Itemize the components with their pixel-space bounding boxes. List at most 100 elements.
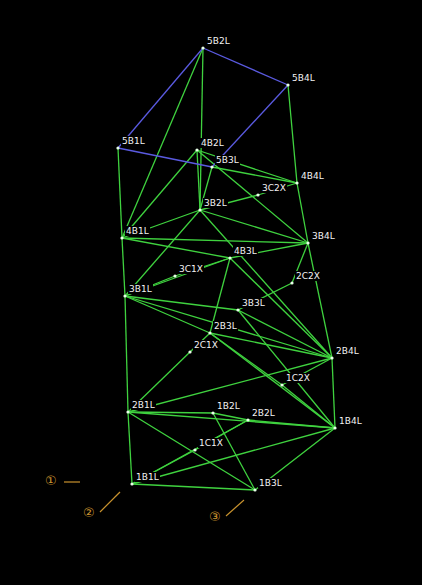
point-label: 2B1L bbox=[131, 400, 156, 410]
point-label: 3B4L bbox=[311, 231, 336, 241]
truss-member bbox=[238, 283, 292, 310]
survey-point bbox=[246, 418, 249, 421]
leader-line bbox=[64, 481, 80, 482]
point-label: 2B3L bbox=[213, 321, 238, 331]
truss-member bbox=[308, 243, 332, 358]
survey-point bbox=[295, 181, 298, 184]
truss-member bbox=[128, 358, 332, 412]
point-label: 5B2L bbox=[206, 36, 231, 46]
survey-point bbox=[256, 193, 259, 196]
truss-member bbox=[200, 210, 308, 243]
point-label: 2C1X bbox=[193, 340, 219, 350]
top-member bbox=[118, 148, 212, 167]
truss-member bbox=[128, 412, 255, 490]
point-label: 1B1L bbox=[135, 472, 160, 482]
point-label: 2B4L bbox=[335, 346, 360, 356]
survey-point bbox=[193, 448, 196, 451]
survey-point bbox=[126, 410, 129, 413]
truss-member bbox=[125, 296, 210, 333]
truss-member bbox=[297, 183, 308, 243]
point-label: 4B3L bbox=[233, 246, 258, 256]
survey-point bbox=[286, 83, 289, 86]
point-label: 4B4L bbox=[300, 171, 325, 181]
survey-point bbox=[228, 256, 231, 259]
survey-point bbox=[306, 241, 309, 244]
truss-member bbox=[255, 428, 335, 490]
truss-member bbox=[212, 167, 297, 183]
truss-member bbox=[258, 183, 297, 195]
point-label: 5B3L bbox=[215, 155, 240, 165]
point-label: 1B2L bbox=[216, 401, 241, 411]
truss-member bbox=[122, 238, 125, 296]
leader-line bbox=[100, 492, 120, 512]
point-label: 2C2X bbox=[295, 271, 321, 281]
truss-member bbox=[288, 85, 297, 183]
survey-point bbox=[130, 482, 133, 485]
truss-member bbox=[128, 412, 335, 428]
survey-point bbox=[280, 383, 283, 386]
survey-point bbox=[120, 236, 123, 239]
survey-point bbox=[333, 426, 336, 429]
point-label: 1B3L bbox=[258, 478, 283, 488]
point-label: 4B2L bbox=[200, 138, 225, 148]
truss-member bbox=[210, 333, 335, 428]
survey-point bbox=[195, 148, 198, 151]
point-label: 3C1X bbox=[178, 264, 204, 274]
survey-point bbox=[116, 146, 119, 149]
point-label: 3B1L bbox=[128, 284, 153, 294]
truss-member bbox=[128, 352, 190, 412]
survey-point bbox=[253, 488, 256, 491]
truss-member bbox=[200, 195, 258, 210]
top-member bbox=[203, 48, 288, 85]
point-label: 1C1X bbox=[198, 438, 224, 448]
truss-member bbox=[118, 148, 122, 238]
truss-member bbox=[132, 428, 335, 484]
truss-member bbox=[197, 150, 308, 243]
survey-point bbox=[211, 411, 214, 414]
point-label: 1B4L bbox=[338, 416, 363, 426]
survey-point bbox=[198, 208, 201, 211]
survey-point bbox=[201, 46, 204, 49]
truss-member bbox=[197, 150, 200, 210]
truss-member bbox=[128, 412, 132, 484]
truss-member bbox=[197, 150, 297, 183]
survey-point bbox=[173, 274, 176, 277]
point-label: 5B1L bbox=[121, 136, 146, 146]
truss-member bbox=[122, 238, 308, 243]
survey-point bbox=[236, 308, 239, 311]
truss-member bbox=[132, 420, 248, 484]
truss-member bbox=[132, 450, 195, 484]
truss-member bbox=[125, 276, 175, 296]
truss-member bbox=[122, 48, 203, 238]
point-label: 3B3L bbox=[241, 298, 266, 308]
truss-member bbox=[230, 243, 308, 258]
truss-member bbox=[132, 484, 255, 490]
truss-member bbox=[213, 413, 255, 490]
point-label: 3B2L bbox=[203, 198, 228, 208]
survey-point bbox=[208, 331, 211, 334]
survey-point bbox=[290, 281, 293, 284]
survey-point bbox=[210, 165, 213, 168]
callout-number: ② bbox=[82, 506, 96, 520]
leader-line bbox=[226, 500, 244, 516]
truss-member bbox=[332, 358, 335, 428]
truss-member bbox=[125, 296, 128, 412]
survey-point bbox=[123, 294, 126, 297]
point-label: 1C2X bbox=[285, 373, 311, 383]
truss-member bbox=[282, 358, 332, 385]
truss-member bbox=[125, 296, 332, 358]
survey-point bbox=[330, 356, 333, 359]
top-member bbox=[212, 85, 288, 167]
top-member bbox=[118, 48, 203, 148]
callout-number: ③ bbox=[208, 510, 222, 524]
truss-member bbox=[125, 258, 230, 296]
point-label: 2B2L bbox=[251, 408, 276, 418]
point-label: 5B4L bbox=[291, 73, 316, 83]
truss-member bbox=[175, 258, 230, 276]
point-label: 3C2X bbox=[261, 183, 287, 193]
truss-member bbox=[238, 310, 335, 428]
point-label: 4B1L bbox=[125, 226, 150, 236]
survey-point bbox=[188, 350, 191, 353]
